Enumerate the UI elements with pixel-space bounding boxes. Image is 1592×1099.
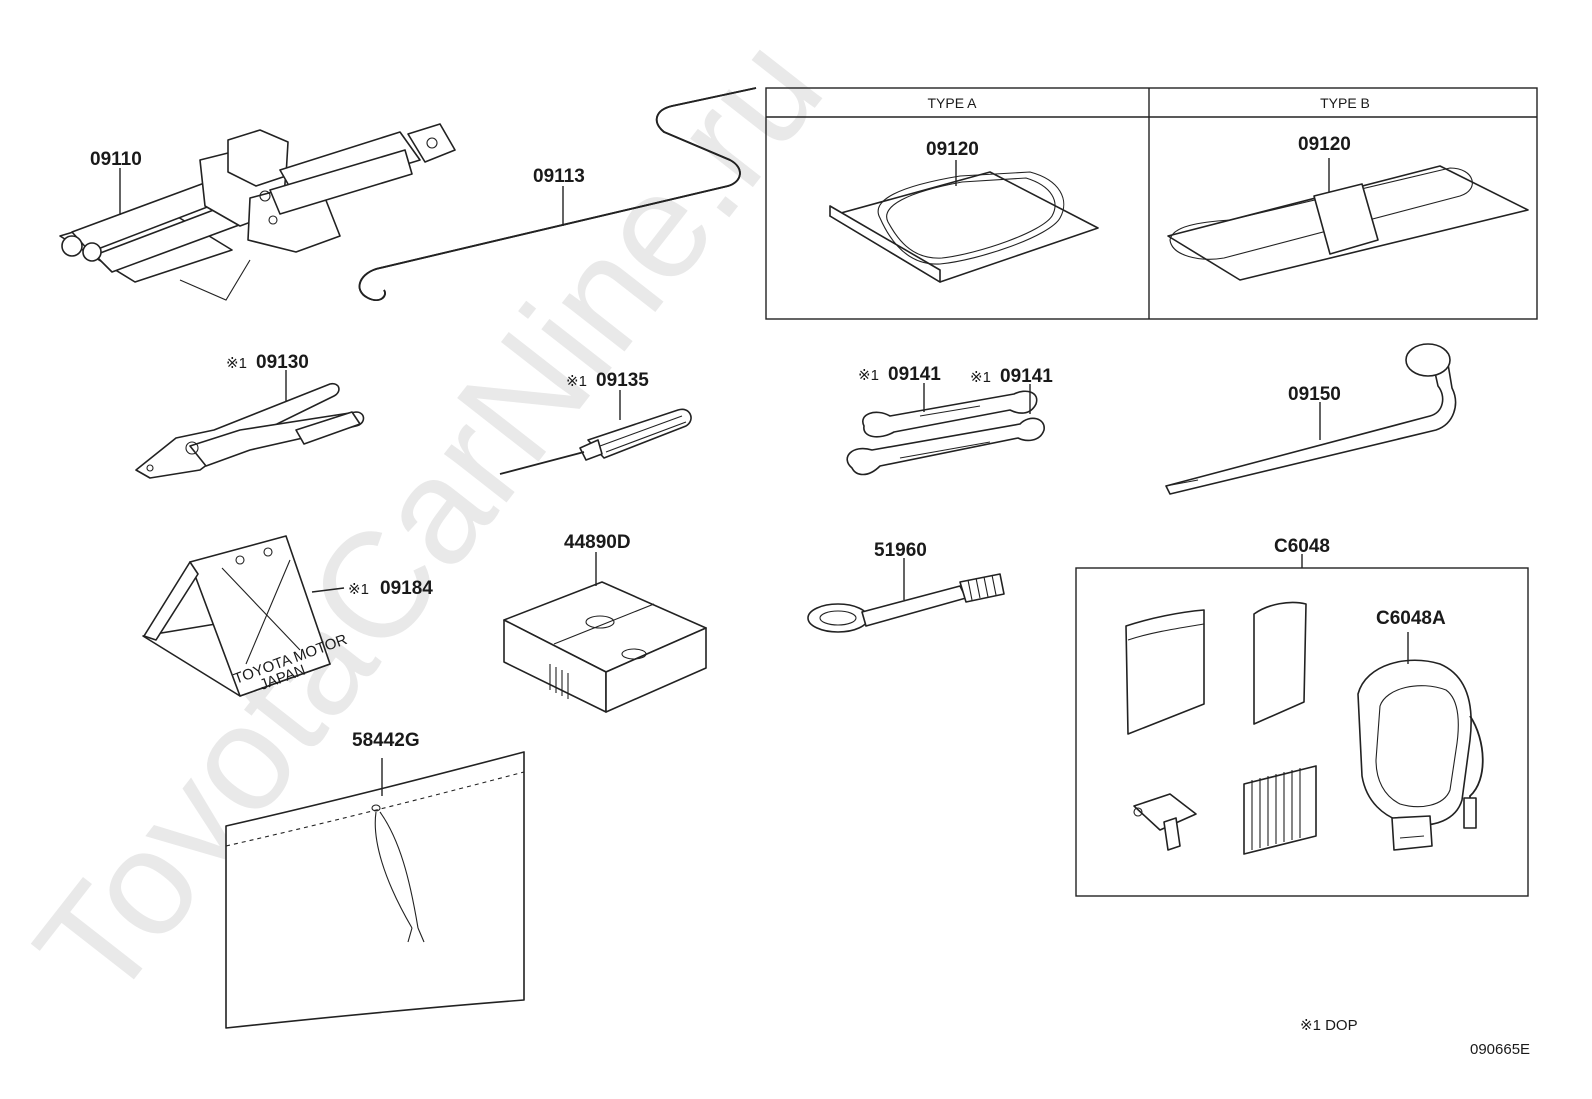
towing-eye-drawing: [807, 573, 1005, 633]
label-09184: 09184: [380, 578, 433, 599]
lug-wrench-drawing: [1165, 343, 1457, 495]
label-44890D: 44890D: [564, 532, 631, 553]
label-C6048: C6048: [1274, 536, 1330, 557]
valve-core-tool-drawing: [1133, 793, 1197, 851]
marker-09141-b: ※1: [970, 369, 991, 386]
label-09120-type-a: 09120: [926, 139, 979, 160]
repair-kit-box-drawing: [503, 581, 707, 713]
compressor-drawing: [1357, 659, 1484, 851]
type-table: TYPE A TYPE B: [765, 87, 1538, 320]
footnote-dop: ※1 DOP: [1300, 1017, 1358, 1034]
type-a-header: TYPE A: [927, 95, 977, 111]
label-58442G: 58442G: [352, 730, 420, 751]
label-09150: 09150: [1288, 384, 1341, 405]
tool-bag-type-b-drawing: [1167, 165, 1529, 281]
instruction-booklet-drawing: [1125, 609, 1205, 735]
label-51960: 51960: [874, 540, 927, 561]
figure-code: 090665E: [1470, 1041, 1530, 1058]
marker-09141-a: ※1: [858, 367, 879, 384]
jack-handle-drawing: [358, 87, 757, 302]
label-09110: 09110: [90, 149, 142, 170]
scissor-jack-drawing: [59, 123, 456, 301]
screwdriver-drawing: [499, 408, 692, 475]
label-09141-a: 09141: [888, 364, 941, 385]
marker-09135: ※1: [566, 373, 587, 390]
wheel-chock-drawing: TOYOTA MOTOR JAPAN: [142, 535, 350, 697]
label-09120-type-b: 09120: [1298, 134, 1351, 155]
label-09141-b: 09141: [1000, 366, 1053, 387]
label-09130: 09130: [256, 352, 309, 373]
pliers-drawing: [135, 382, 365, 479]
label-09113: 09113: [533, 166, 585, 187]
cover-bag-drawing: [225, 751, 525, 1029]
type-b-header: TYPE B: [1320, 95, 1370, 111]
sticker-sheets-drawing: [1243, 765, 1317, 855]
tool-bag-type-a-drawing: [829, 171, 1099, 283]
label-C6048A: C6048A: [1376, 608, 1446, 629]
sealant-pouch-drawing: [1253, 601, 1307, 725]
marker-09130: ※1: [226, 355, 247, 372]
open-end-wrenches-drawing: [846, 390, 1045, 476]
marker-09184: ※1: [348, 581, 369, 598]
label-09135: 09135: [596, 370, 649, 391]
